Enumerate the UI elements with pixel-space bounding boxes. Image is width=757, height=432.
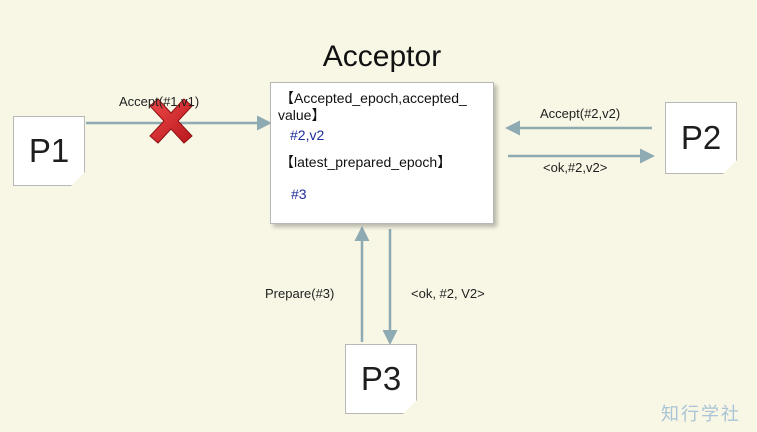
- edge-label-p3-ok: <ok, #2, V2>: [411, 286, 485, 301]
- red-x-icon: [149, 98, 193, 144]
- node-p3: P3: [345, 344, 417, 414]
- node-p1: P1: [13, 116, 85, 186]
- node-p2: P2: [665, 102, 737, 174]
- watermark-text: 知行学社: [661, 404, 741, 425]
- edge-label-p3-prepare: Prepare(#3): [265, 286, 335, 301]
- latest-prepared-epoch-label: 【latest_prepared_epoch】: [280, 154, 452, 170]
- node-p1-label: P1: [28, 132, 70, 169]
- node-p3-label: P3: [360, 360, 402, 397]
- edge-label-p2-ok: <ok,#2,v2>: [543, 160, 608, 175]
- latest-prepared-epoch-value: #3: [291, 186, 307, 202]
- accepted-epoch-label-line1: 【Accepted_epoch,accepted_: [280, 90, 467, 106]
- accepted-epoch-label-line2: value】: [278, 107, 326, 123]
- edge-label-p1-accept: Accept(#1,v1): [119, 94, 200, 109]
- acceptor-box: [270, 82, 494, 224]
- acceptor-title: Acceptor: [322, 40, 442, 73]
- edge-label-p2-accept: Accept(#2,v2): [540, 106, 621, 121]
- node-p2-label: P2: [680, 119, 722, 156]
- accepted-epoch-value: #2,v2: [290, 127, 325, 143]
